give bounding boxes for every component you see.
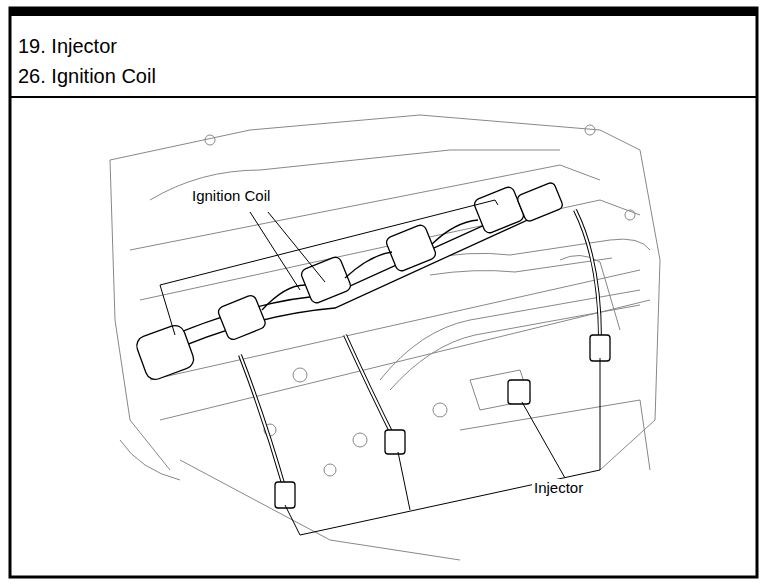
injector-harness bbox=[240, 210, 610, 508]
leader-lines bbox=[160, 200, 600, 535]
part-name: Ignition Coil bbox=[190, 187, 272, 204]
header-divider bbox=[10, 96, 757, 98]
ignition-coils bbox=[134, 182, 564, 383]
header-item: 19. Injector bbox=[18, 35, 117, 58]
part-name: Injector bbox=[532, 479, 585, 496]
header-item: 26. Ignition Coil bbox=[18, 65, 156, 88]
engine-linework bbox=[110, 115, 660, 560]
frame bbox=[10, 8, 757, 577]
frame-top-band bbox=[10, 8, 757, 16]
